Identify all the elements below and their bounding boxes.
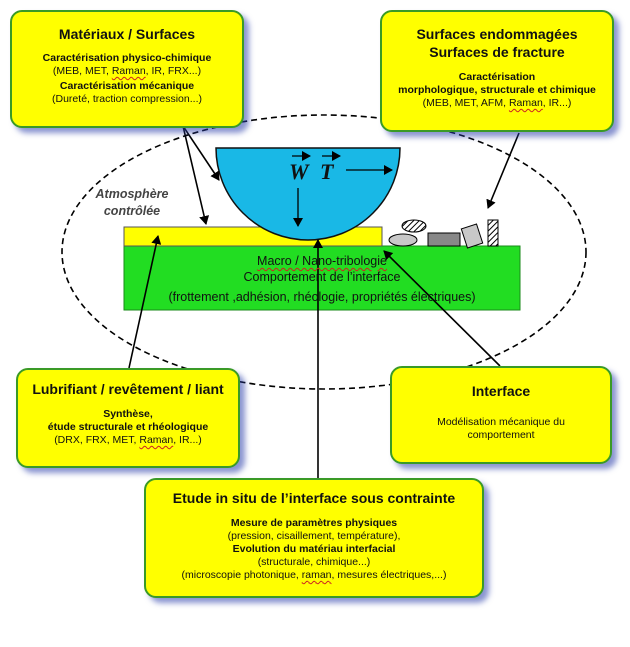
box-lubrifiant-det: (DRX, FRX, MET, Raman, IR...) <box>18 434 238 447</box>
box-interface-title: Interface <box>471 383 531 399</box>
insitu-det3-pre: (microscopie photonique, <box>181 569 302 581</box>
det1-raman: Raman <box>111 65 146 77</box>
box-interface-det2: comportement <box>467 429 535 441</box>
wear-debris <box>388 219 499 249</box>
endo-det-post: , IR...) <box>542 97 572 109</box>
endo-det-raman: Raman <box>508 97 543 109</box>
box-insitu-sub2: Evolution du matériau interfacial <box>232 543 396 555</box>
arrow-interface-contact <box>383 250 501 367</box>
box-materiaux-det1: (MEB, MET, Raman, IR, FRX...) <box>12 65 242 78</box>
arrow-lubrifiant-layer <box>128 235 162 369</box>
det1-post: , IR, FRX...) <box>145 65 202 77</box>
box-surfaces-endommagees: Surfaces endommagées Surfaces de fractur… <box>380 10 614 132</box>
box-endommagees-title2: Surfaces de fracture <box>429 44 565 60</box>
arrow-endommagees-debris <box>486 132 520 209</box>
box-endommagees-det: (MEB, MET, AFM, Raman, IR...) <box>382 97 612 110</box>
box-interface-det1: Modélisation mécanique du <box>437 416 565 428</box>
block-line-1: Macro / Nano-tribologie <box>124 254 520 269</box>
lub-det-post: , IR...) <box>173 434 202 446</box>
box-materiaux-sub1: Caractérisation physico-chimique <box>42 52 212 64</box>
arrow-materiaux-hemisphere <box>182 125 220 181</box>
endo-det-pre: (MEB, MET, AFM, <box>422 97 509 109</box>
lub-det-raman: Raman <box>139 434 174 446</box>
box-endommagees-title1: Surfaces endommagées <box>416 26 578 42</box>
box-lubrifiant-title: Lubrifiant / revêtement / liant <box>32 381 224 397</box>
box-interface: Interface Modélisation mécanique du comp… <box>390 366 612 464</box>
box-lubrifiant: Lubrifiant / revêtement / liant Synthèse… <box>16 368 240 468</box>
box-insitu-sub1: Mesure de paramètres physiques <box>230 517 398 529</box>
block-line-2: Comportement de l’interface <box>243 270 401 284</box>
box-etude-in-situ: Etude in situ de l’interface sous contra… <box>144 478 484 598</box>
vector-t-label: T <box>320 159 334 184</box>
atmosphere-line-1: Atmosphère <box>95 187 169 201</box>
atmosphere-ellipse <box>61 114 587 390</box>
arrow-materiaux-layer <box>182 125 210 225</box>
det1-pre: (MEB, MET, <box>52 65 112 77</box>
box-lubrifiant-sub2: étude structurale et rhéologique <box>47 421 209 433</box>
box-insitu-title: Etude in situ de l’interface sous contra… <box>172 490 456 506</box>
box-materiaux-surfaces: Matériaux / Surfaces Caractérisation phy… <box>10 10 244 128</box>
box-materiaux-det2: (Dureté, traction compression...) <box>52 93 202 105</box>
vector-w-label: W <box>289 159 309 184</box>
box-insitu-det3: (microscopie photonique, raman, mesures … <box>146 569 482 582</box>
block-line-1-text: Macro / Nano-tribologie <box>257 254 387 268</box>
insitu-det3-post: , mesures électriques,...) <box>331 569 447 581</box>
box-endommagees-sub2: morphologique, structurale et chimique <box>398 84 596 96</box>
atmosphere-line-2: contrôlée <box>103 204 161 218</box>
box-lubrifiant-sub1: Synthèse, <box>103 408 153 420</box>
box-insitu-det1: (pression, cisaillement, température), <box>227 530 401 542</box>
box-endommagees-sub1: Caractérisation <box>458 71 536 83</box>
lub-det-pre: (DRX, FRX, MET, <box>54 434 140 446</box>
tribology-text: Macro / Nano-tribologie Comportement de … <box>124 254 520 310</box>
box-materiaux-title: Matériaux / Surfaces <box>58 26 196 42</box>
box-materiaux-sub2: Caractérisation mécanique <box>59 80 195 92</box>
hemisphere <box>215 147 401 241</box>
insitu-det3-raman: raman <box>301 569 332 581</box>
atmosphere-label: Atmosphère contrôlée <box>92 186 172 220</box>
block-line-3: (frottement ,adhésion, rhéologie, propri… <box>168 290 476 304</box>
box-insitu-det2: (structurale, chimique...) <box>257 556 371 568</box>
